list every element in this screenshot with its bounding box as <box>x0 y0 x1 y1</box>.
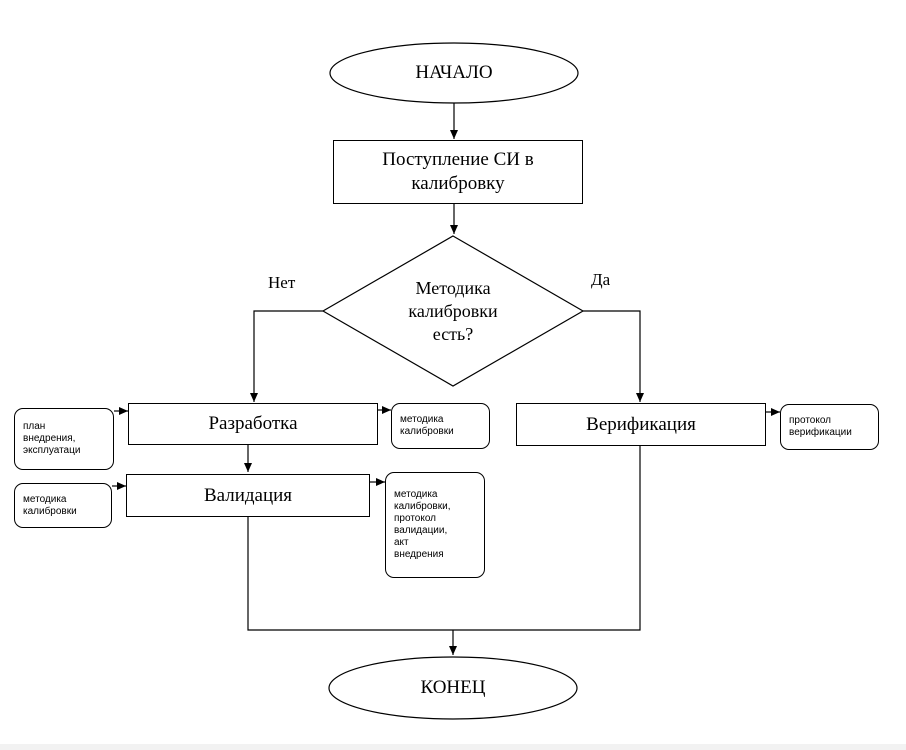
development-label: Разработка <box>208 413 298 434</box>
line-verification-to-merge <box>453 446 641 631</box>
line-validation-to-merge <box>247 517 453 631</box>
no-branch-label: Нет <box>268 273 296 292</box>
end-terminator: КОНЕЦ <box>329 657 577 719</box>
note-val-input-text: методика калибровки <box>23 493 77 517</box>
validation-process-box: Валидация <box>126 474 370 517</box>
end-terminator-shape <box>328 656 578 720</box>
note-dev-output-text: методика калибровки <box>400 414 454 437</box>
note-ver-output: протокол верификации <box>780 404 879 450</box>
note-val-output: методика калибровки, протокол валидации,… <box>385 472 485 578</box>
development-process-box: Разработка <box>128 403 378 445</box>
verification-label: Верификация <box>586 413 696 435</box>
end-label: КОНЕЦ <box>420 677 486 698</box>
start-label: НАЧАЛО <box>415 62 493 83</box>
decision-text: Методика калибровки есть? <box>373 266 533 356</box>
intake-label: Поступление СИ в калибровку <box>382 149 534 194</box>
note-val-input: методика калибровки <box>14 483 112 528</box>
verification-process-box: Верификация <box>516 403 766 446</box>
decision-label: Методика калибровки есть? <box>408 277 498 344</box>
note-dev-input-text: план внедрения, эксплуатаци <box>23 421 81 456</box>
arrow-no-to-development <box>250 310 323 402</box>
arrow-yes-to-verification <box>583 310 644 402</box>
decision-diamond-shape <box>321 235 585 387</box>
intake-process-box: Поступление СИ в калибровку <box>333 140 583 204</box>
bottom-edge-strip <box>0 744 906 750</box>
yes-branch-label: Да <box>591 270 611 289</box>
validation-label: Валидация <box>203 484 293 506</box>
note-ver-output-text: протокол верификации <box>789 415 852 438</box>
note-dev-input: план внедрения, эксплуатаци <box>14 408 114 470</box>
start-terminator: НАЧАЛО <box>330 43 578 103</box>
note-dev-output: методика калибровки <box>391 403 490 449</box>
note-val-output-text: методика калибровки, протокол валидации,… <box>394 489 451 560</box>
